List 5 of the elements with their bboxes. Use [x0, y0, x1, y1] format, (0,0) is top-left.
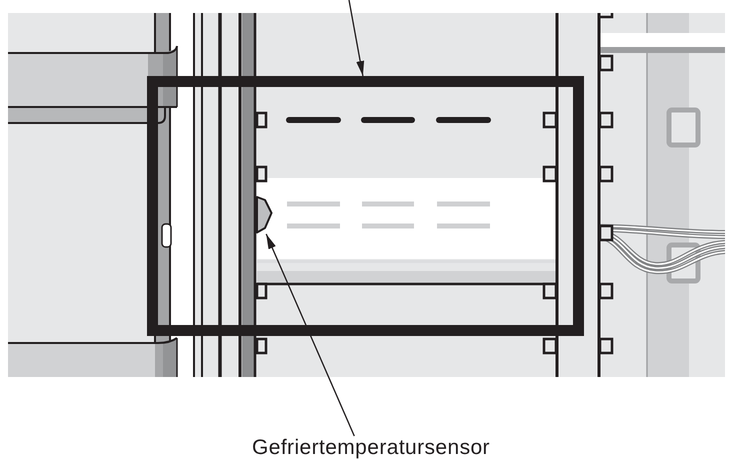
highlight-frame [147, 76, 584, 336]
leader-line [348, 0, 364, 76]
part-label: Gefriertemperatursensor [252, 436, 490, 459]
leader-line [266, 234, 355, 436]
sensor-icon [256, 196, 273, 234]
